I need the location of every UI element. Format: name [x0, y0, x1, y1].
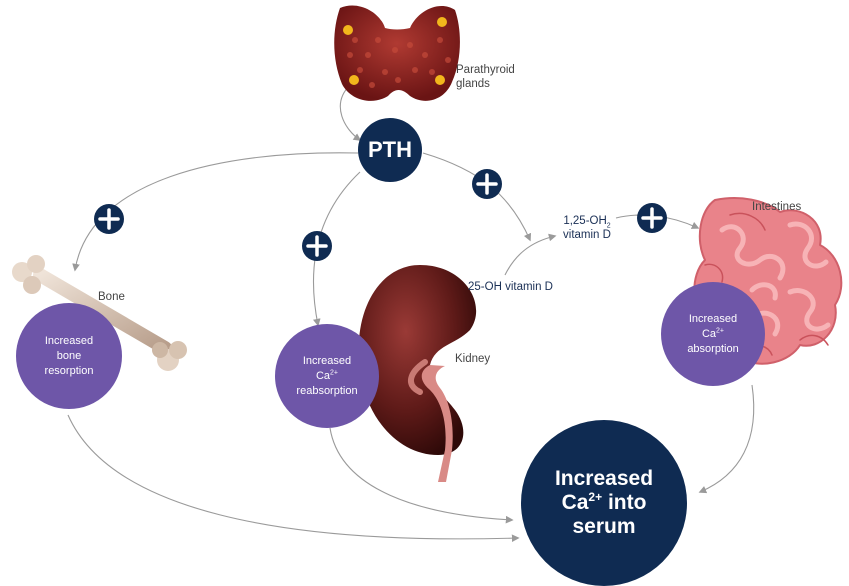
plus-icon [637, 203, 667, 233]
bone-icon [12, 255, 187, 371]
pth-circle [358, 118, 422, 182]
plus-icon [472, 169, 502, 199]
arrow-intestine-to-serum [698, 384, 755, 494]
intestine-effect-circle [661, 282, 765, 386]
bone-effect-circle [16, 303, 122, 409]
kidney-label: Kidney [455, 353, 491, 365]
kidney-effect-circle [275, 324, 379, 428]
vitamin-d-25-label: 25-OH vitamin D [468, 281, 553, 293]
arrow-bone-to-serum [67, 414, 520, 543]
bone-effect-text: Increased bone resorption [44, 334, 94, 377]
arrow-25oh-to-125oh [504, 233, 557, 276]
plus-icon [302, 231, 332, 261]
parathyroid-gland-icon [334, 5, 460, 101]
intestine-effect-text: Increased Ca2+ absorption [687, 312, 739, 355]
vitamin-d-125-label: 1,25-OH2 vitamin D [563, 215, 611, 241]
serum-text: Increased Ca2+ into serum [554, 467, 654, 538]
arrow-pth-to-vitd [422, 152, 532, 242]
pth-label: PTH [368, 137, 412, 162]
intestines-label: Intestines [752, 201, 802, 213]
arrow-kidney-to-serum [329, 427, 514, 524]
kidney-effect-text: Increased Ca2+ reabsorption [296, 354, 358, 397]
plus-icon [94, 204, 124, 234]
bone-label: Bone [98, 291, 125, 303]
parathyroid-label: Parathyroid glands [456, 64, 515, 90]
serum-circle [521, 420, 687, 586]
arrow-gland-to-pth [339, 84, 362, 141]
kidney-icon [358, 265, 477, 482]
arrow-pth-to-bone [72, 152, 359, 272]
